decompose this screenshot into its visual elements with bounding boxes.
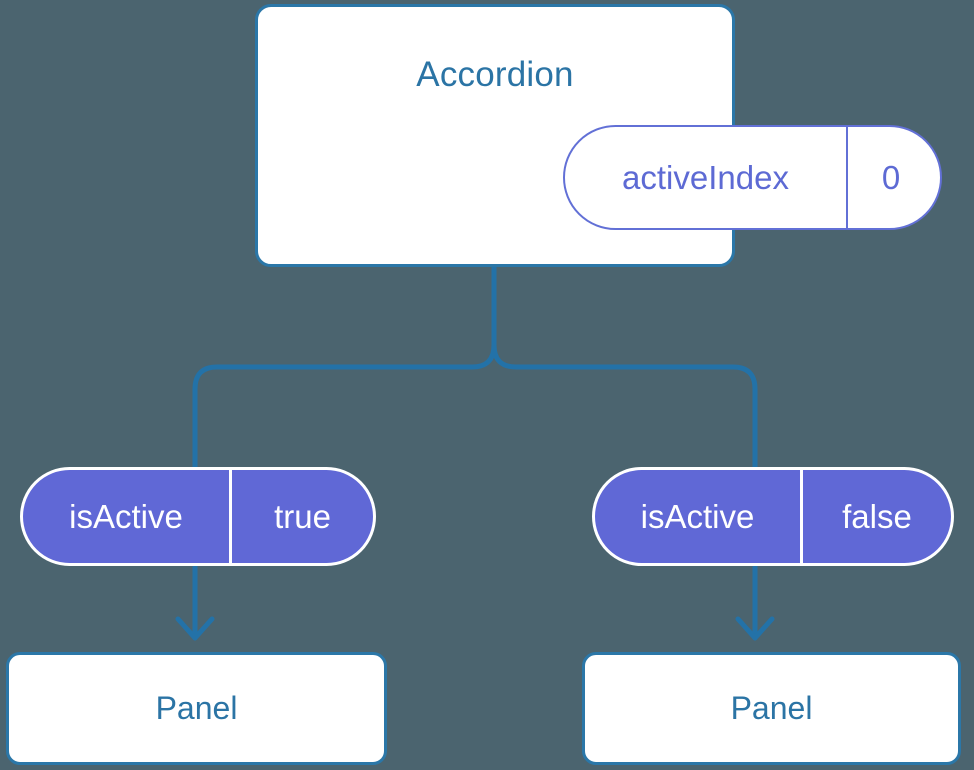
panel-title-right: Panel [730,690,813,726]
accordion-component-card[interactable]: Accordion activeIndex 0 [255,4,942,267]
arrow-head-right-icon [735,616,775,641]
panel-component-card-right[interactable]: Panel [582,652,961,765]
prop-value-active-index: 0 [881,158,901,196]
arrow-head-left-icon [175,616,215,641]
panel-component-card-left[interactable]: Panel [6,652,387,765]
prop-pill-is-active-left[interactable]: isActive true [20,467,376,566]
prop-value-is-active-left: true [274,497,331,535]
prop-pill-active-index[interactable]: activeIndex 0 [563,125,942,230]
connector-parent-to-children [192,263,758,471]
prop-pill-is-active-right[interactable]: isActive false [592,467,954,566]
prop-name-active-index: activeIndex [565,127,848,228]
accordion-title: Accordion [416,55,574,94]
prop-name-is-active-left: isActive [23,470,232,563]
panel-title-left: Panel [155,690,238,726]
prop-value-is-active-right: false [842,497,912,535]
prop-name-is-active-right: isActive [595,470,803,563]
